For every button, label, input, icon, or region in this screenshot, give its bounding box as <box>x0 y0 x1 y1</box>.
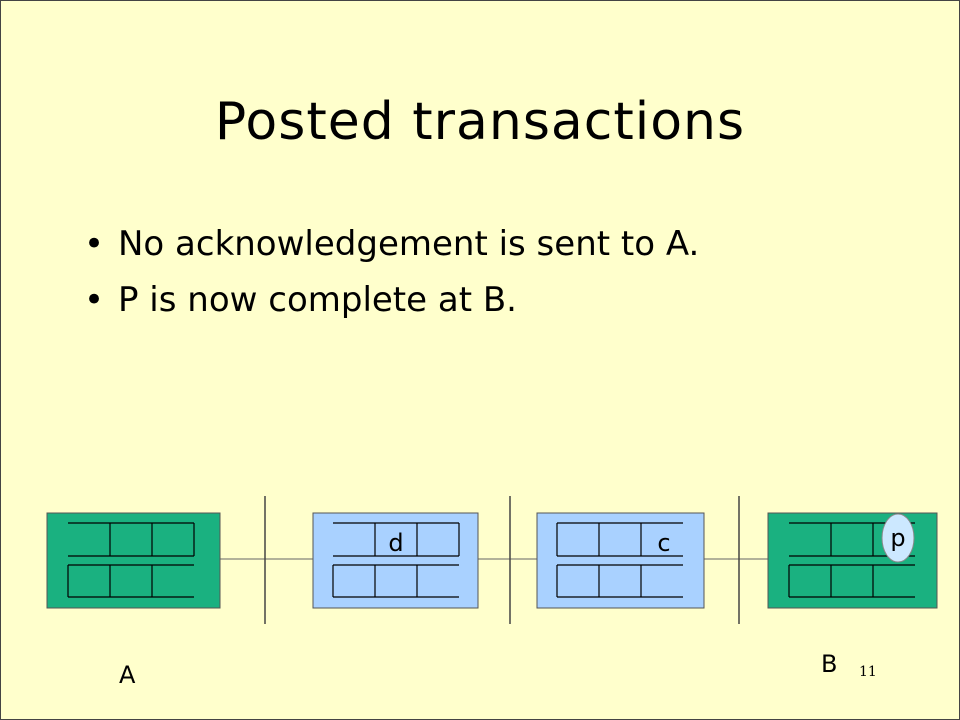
packet-label: d <box>388 529 403 557</box>
buffer-bottom <box>788 564 915 598</box>
bullet-list: No acknowledgement is sent to A. P is no… <box>84 216 699 328</box>
slide-title: Posted transactions <box>214 92 746 152</box>
packet-label: p <box>890 524 905 552</box>
bullet-item: No acknowledgement is sent to A. <box>84 216 699 272</box>
node-label-b: B <box>821 650 837 678</box>
node-box <box>312 512 479 609</box>
node-b: p <box>767 512 938 609</box>
node-switch-2: c <box>536 512 705 609</box>
node-box <box>536 512 705 609</box>
packet-highlight <box>881 513 915 563</box>
node-switch-1: d <box>312 512 479 609</box>
buffer-top <box>789 522 915 557</box>
buffer-bottom <box>332 564 459 598</box>
node-a <box>46 512 221 609</box>
buffer-top <box>333 522 460 557</box>
buffer-top <box>556 522 683 557</box>
bullet-item: P is now complete at B. <box>84 272 699 328</box>
buffer-top <box>68 522 195 557</box>
packet-label: c <box>657 529 670 557</box>
buffer-bottom <box>556 564 683 598</box>
page-number: 11 <box>859 664 877 680</box>
node-box <box>46 512 221 609</box>
buffer-bottom <box>67 564 194 598</box>
node-label-a: A <box>119 661 136 689</box>
